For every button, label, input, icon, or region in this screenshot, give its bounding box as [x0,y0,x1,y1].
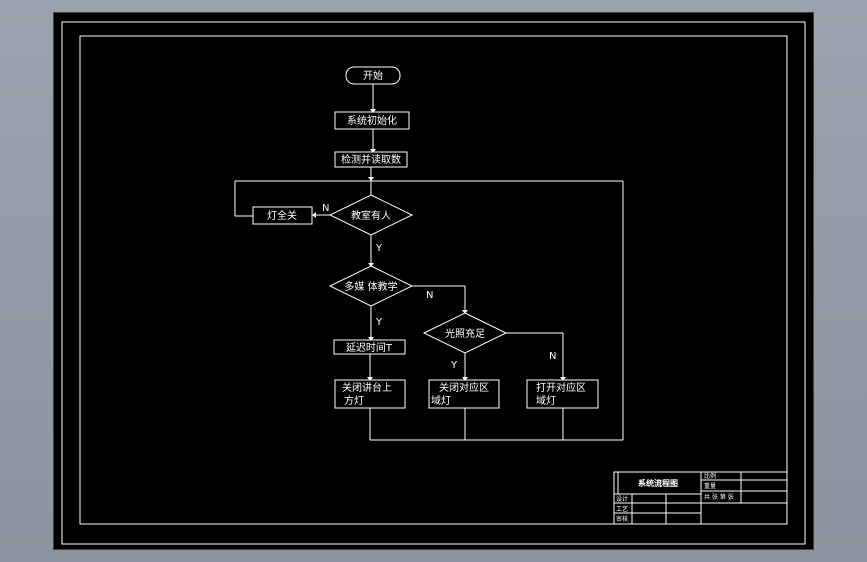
no-label: N [426,290,433,301]
open-zone-line2: 域灯 [536,394,556,407]
arrow-head [368,337,374,341]
detect-label: 检测并读取数 [341,153,401,166]
multimedia-label: 多媒 体教学 [344,280,397,293]
arrow-head [370,109,376,113]
open-zone-line1: 打开对应区 [536,381,586,394]
title-block-cell-b: 重量 [704,482,716,490]
yes-label: Y [450,360,458,371]
arrow-head [462,310,468,314]
drawing-sheet: 开始 系统初始化 检测并读取数 教室有人 N 灯全关 Y 多媒 体教学 Y 延迟… [54,13,813,549]
close-zone-line1: 关闭对应区 [439,381,489,394]
outer-frame [61,21,806,545]
title-block-cell-a: 比例 [704,472,716,480]
close-podium-box [334,379,406,409]
close-zone-line2: 域灯 [431,394,451,407]
init-box [334,111,410,130]
close-zone-box [428,379,500,409]
title-block-row1: 设计 [616,495,628,503]
title-block-row2: 工艺 [616,505,628,513]
light-enough-label: 光照充足 [445,327,485,340]
arrow-head [368,177,374,181]
start-label: 开始 [363,69,383,82]
init-label: 系统初始化 [347,114,397,127]
title-block-cell-c: 共 张 第 张 [704,493,734,501]
arrow-head [462,377,468,381]
yes-label: Y [375,243,383,254]
arrow-head [560,377,566,381]
arrow-head [367,377,373,381]
title-block-row3: 审核 [616,515,628,523]
no-label: N [322,203,329,214]
delay-label: 延迟时间T [346,341,393,354]
close-podium-line2: 方灯 [344,394,364,407]
title-block [613,471,788,525]
arrow-head [370,149,376,153]
inner-frame [79,35,788,525]
arrow-head [312,212,316,218]
open-zone-box [526,379,599,409]
lights-off-label: 灯全关 [267,209,297,222]
lights-off-box [252,206,313,225]
room-people-label: 教室有人 [351,209,391,222]
close-podium-line1: 关闭讲台上 [342,381,392,394]
arrow-head [368,263,374,267]
title-block-title: 系统流程图 [638,478,678,488]
yes-label: Y [375,317,383,328]
flowchart-canvas: 开始 系统初始化 检测并读取数 教室有人 N 灯全关 Y 多媒 体教学 Y 延迟… [61,21,806,545]
no-label: N [549,351,556,362]
